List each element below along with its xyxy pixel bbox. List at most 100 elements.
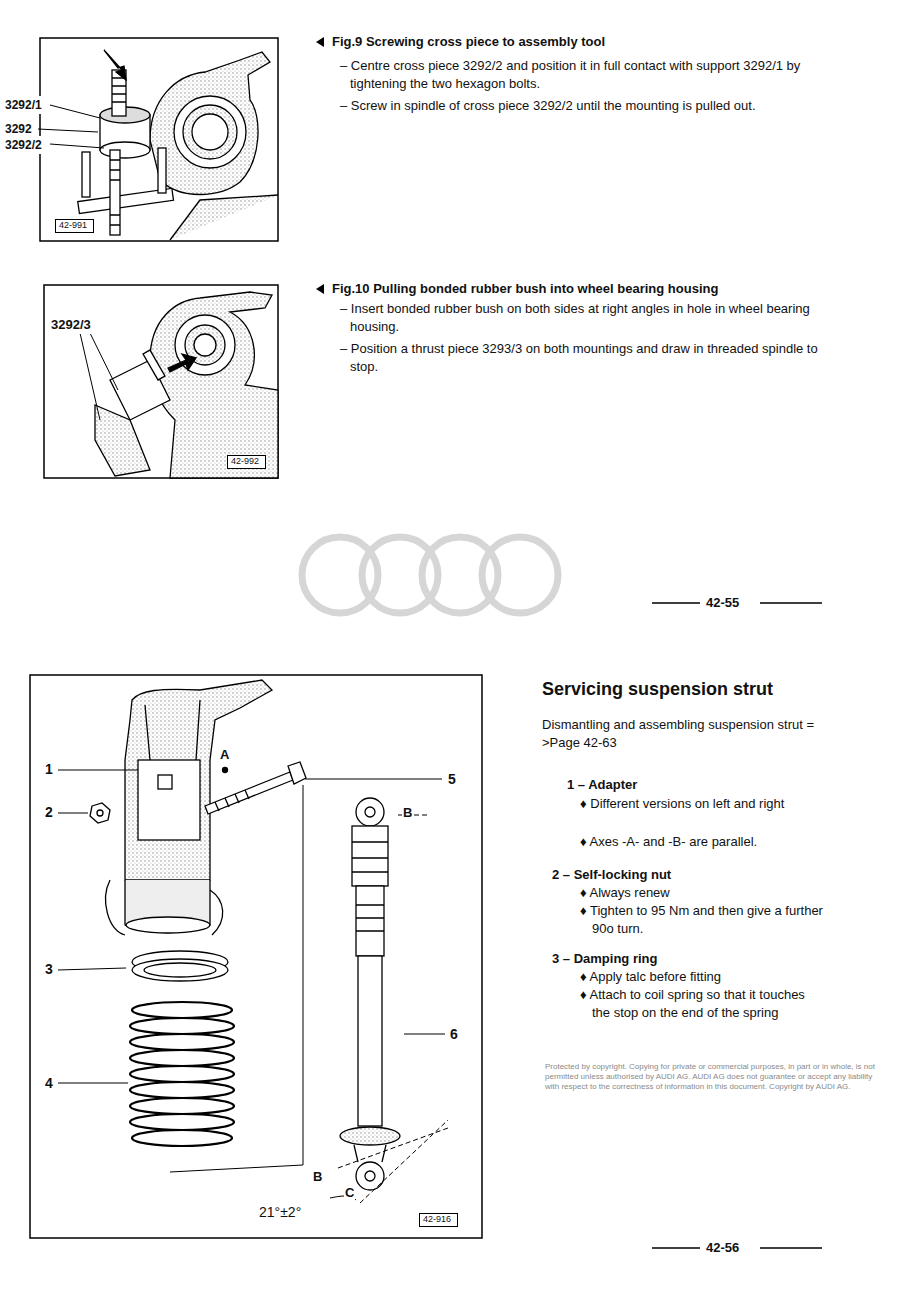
part-heading: 3 – Damping ring — [552, 950, 822, 968]
part-note: ♦ Tighten to 95 Nm and then give a furth… — [580, 902, 824, 938]
drawing-part — [358, 956, 382, 1126]
figure-10 — [44, 284, 324, 478]
instruction-step: – Screw in spindle of cross piece 3292/2… — [340, 97, 818, 115]
instruction-step: – Position a thrust piece 3293/3 on both… — [340, 340, 818, 376]
drawing-part — [288, 762, 306, 784]
tool-number: 3292/2 — [4, 136, 43, 154]
drawing-part — [125, 680, 272, 880]
drawing-part — [130, 1050, 234, 1066]
drawing-part — [112, 78, 126, 102]
drawing-part — [362, 537, 438, 613]
drawing-part — [158, 775, 172, 789]
drawing-part — [170, 195, 278, 240]
drawing-part — [100, 142, 150, 158]
figure-heading: Fig.10 Pulling bonded rubber bush into w… — [332, 280, 812, 298]
drawing-part — [365, 1171, 375, 1181]
drawing-part — [192, 114, 228, 150]
page-number: 42-55 — [706, 594, 739, 612]
figure-number: 42-916 — [423, 1214, 454, 1225]
drawing-part — [223, 768, 228, 773]
drawing-part — [356, 905, 384, 931]
drawing-part — [305, 779, 445, 1034]
drawing-part — [183, 105, 237, 159]
drawing-part — [40, 38, 278, 241]
callout-number: 5 — [447, 770, 457, 788]
callout-number: 1 — [44, 760, 54, 778]
drawing-part — [110, 150, 120, 235]
drawing-part — [126, 917, 210, 933]
drawing-part — [132, 959, 228, 981]
drawing-part — [338, 1128, 448, 1168]
drawing-part — [150, 52, 270, 195]
page-number: 42-56 — [706, 1239, 739, 1257]
axis-letter: A — [219, 746, 230, 764]
drawing-part — [130, 1018, 234, 1034]
drawing-part — [215, 790, 249, 811]
page-rules — [652, 603, 822, 1248]
drawing-part — [354, 1145, 386, 1162]
drawing-part — [352, 842, 388, 872]
drawing-part — [170, 785, 303, 1172]
section-heading: Servicing suspension strut — [542, 678, 773, 700]
drawing-part — [422, 537, 498, 613]
figure-number: 42-992 — [231, 456, 262, 467]
drawing-part — [130, 1002, 234, 1146]
drawing-part — [130, 1066, 234, 1082]
figure-heading: Fig.9 Screwing cross piece to assembly t… — [332, 33, 812, 51]
part-note: ♦ Always renew — [580, 884, 824, 902]
drawing-part — [90, 803, 110, 823]
drawing-part — [143, 350, 165, 380]
cross-reference: Dismantling and assembling suspension st… — [542, 716, 820, 752]
axis-letter: B — [402, 804, 413, 822]
drawing-part — [30, 675, 482, 1238]
tool-number: 3292/3 — [50, 316, 92, 334]
tool-number: 3292/1 — [4, 96, 43, 114]
drawing-part — [44, 285, 278, 478]
drawing-part — [482, 537, 558, 613]
drawing-part — [106, 880, 223, 935]
callout-number: 2 — [44, 803, 54, 821]
drawing-part — [356, 886, 384, 956]
drawing-part — [138, 760, 200, 840]
figure-number-box: 42-916 — [419, 1213, 458, 1227]
part-heading: 2 – Self-locking nut — [552, 866, 822, 884]
drawing-part — [352, 826, 388, 886]
part-note: ♦ Apply talc before fitting — [580, 968, 824, 986]
drawing-part — [168, 354, 196, 372]
drawing-part — [205, 772, 293, 814]
drawing-part — [144, 963, 216, 977]
drawing-part — [340, 1127, 400, 1145]
drawing-part — [95, 405, 150, 476]
drawing-part — [356, 798, 384, 826]
figure-number: 42-991 — [59, 220, 90, 231]
callout-number: 6 — [449, 1025, 459, 1043]
part-note: ♦ Attach to coil spring so that it touch… — [580, 986, 824, 1022]
drawing-part — [360, 1120, 448, 1203]
drawing-part — [356, 1162, 384, 1190]
instruction-step: – Centre cross piece 3292/2 and position… — [340, 57, 818, 93]
drawing-part — [150, 292, 278, 478]
callout-number: 3 — [44, 960, 54, 978]
strut-figure — [30, 675, 482, 1238]
drawing-part — [145, 700, 200, 760]
instruction-step: – Insert bonded rubber bush on both side… — [340, 300, 818, 336]
drawing-part — [316, 37, 324, 47]
drawing-part — [174, 96, 246, 168]
axis-letter: C — [344, 1184, 355, 1202]
drawing-part — [58, 770, 138, 1083]
drawing-part — [194, 334, 216, 356]
drawing-part — [125, 880, 210, 933]
part-note: ♦ Different versions on left and right — [580, 795, 824, 813]
drawing-part — [132, 1002, 232, 1018]
drawing-part — [130, 1034, 234, 1050]
copyright-watermark: Protected by copyright. Copying for priv… — [545, 1062, 875, 1092]
drawing-part — [38, 105, 104, 148]
drawing-part — [302, 537, 378, 613]
drawing-part — [130, 1082, 234, 1098]
figure-9 — [38, 37, 324, 241]
callout-number: 4 — [44, 1074, 54, 1092]
drawing-part — [158, 148, 166, 193]
drawing-part — [175, 315, 235, 375]
